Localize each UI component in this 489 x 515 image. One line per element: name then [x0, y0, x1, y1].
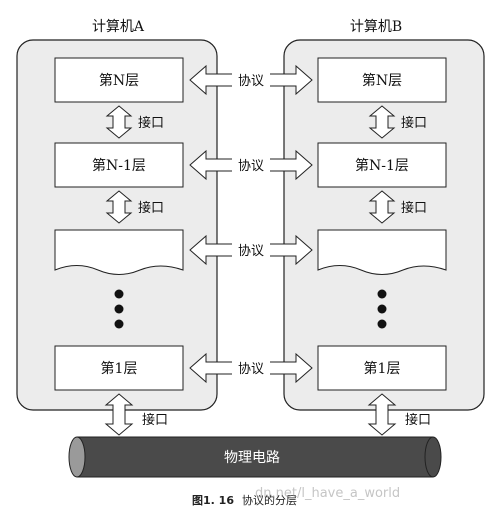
- computer-a-title: 计算机A: [92, 19, 145, 35]
- interface-label: 接口: [401, 115, 427, 131]
- protocol-label: 协议: [238, 74, 264, 89]
- interface-arrow-b-2: 接口: [368, 190, 427, 224]
- b-layer-n-label: 第N层: [362, 72, 402, 89]
- a-ellipsis-dot: [114, 289, 124, 299]
- interface-label: 接口: [142, 412, 168, 428]
- b-layer-1-box: [317, 345, 447, 391]
- watermark-text: dn.net/l_have_a_world: [255, 486, 401, 501]
- b-layer-n-box: [317, 57, 447, 103]
- a-wavy-layer-box: [54, 229, 184, 275]
- a-layer-n-1-box: [54, 142, 184, 188]
- a-ellipsis-dot: [114, 319, 124, 329]
- interface-arrow-b-physical: 接口: [367, 393, 431, 436]
- physical-circuit-cable: 物理电路: [68, 436, 442, 478]
- a-layer-1-box: [54, 345, 184, 391]
- protocol-label: 协议: [238, 362, 264, 377]
- protocol-arrow-layer-n-1: 协议: [189, 149, 313, 181]
- protocol-arrow-layer-n: 协议: [189, 64, 313, 96]
- interface-label: 接口: [401, 200, 427, 216]
- interface-arrow-a-2: 接口: [105, 190, 164, 224]
- interface-label: 接口: [405, 412, 431, 428]
- interface-arrow-a-1: 接口: [105, 105, 164, 139]
- b-ellipsis-dot: [377, 289, 387, 299]
- computer-b-title: 计算机B: [350, 19, 402, 35]
- a-layer-n-1-label: 第N-1层: [92, 157, 146, 174]
- interface-label: 接口: [138, 200, 164, 216]
- figure-caption: 图1. 16 协议的分层: [0, 492, 489, 508]
- b-ellipsis-dot: [377, 319, 387, 329]
- a-layer-n-box: [54, 57, 184, 103]
- physical-circuit-label: 物理电路: [224, 450, 280, 466]
- figure-caption-text: 协议的分层: [241, 494, 297, 507]
- protocol-arrow-middle-layer: 协议: [189, 234, 313, 266]
- protocol-arrow-layer-1: 协议: [189, 352, 313, 384]
- a-ellipsis-dot: [114, 304, 124, 314]
- b-ellipsis-dot: [377, 304, 387, 314]
- a-layer-n-label: 第N层: [99, 72, 139, 89]
- figure-number: 图1. 16: [192, 494, 234, 507]
- a-layer-1-label: 第1层: [101, 360, 138, 377]
- interface-label: 接口: [138, 115, 164, 131]
- b-layer-1-label: 第1层: [364, 360, 401, 377]
- b-layer-n-1-label: 第N-1层: [355, 157, 409, 174]
- b-wavy-layer-box: [317, 229, 447, 275]
- interface-arrow-b-1: 接口: [368, 105, 427, 139]
- protocol-label: 协议: [238, 244, 264, 259]
- interface-arrow-a-physical: 接口: [104, 393, 168, 436]
- b-layer-n-1-box: [317, 142, 447, 188]
- protocol-label: 协议: [238, 159, 264, 174]
